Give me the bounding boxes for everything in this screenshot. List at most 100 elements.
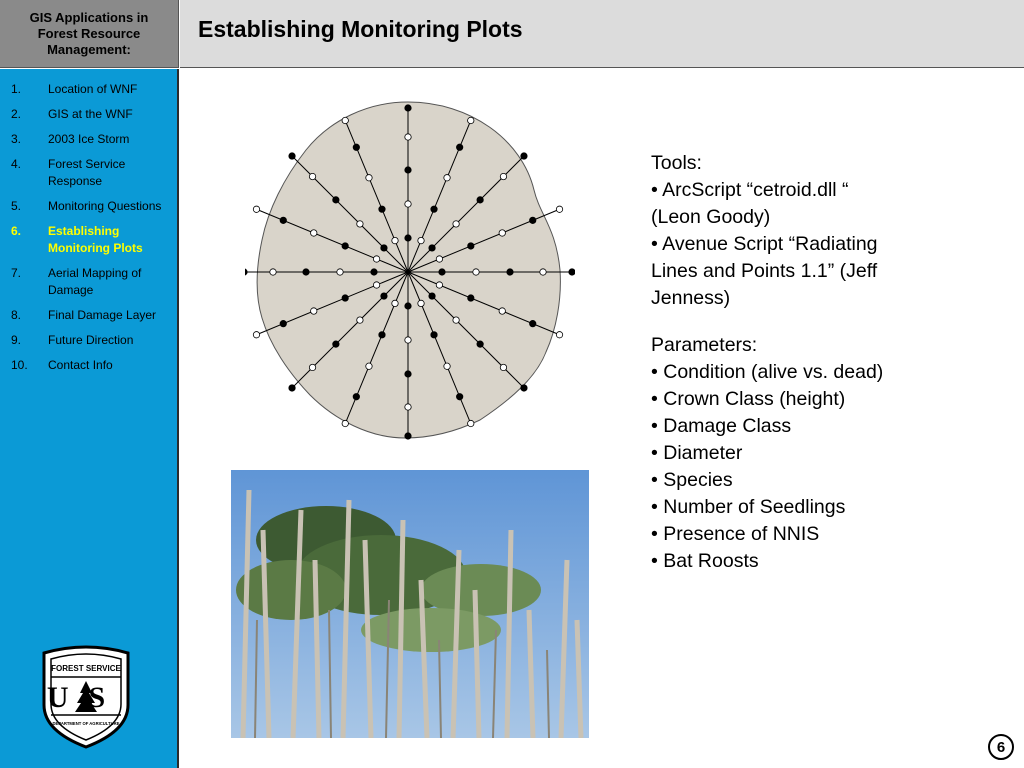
nav-item-gis[interactable]: 2.GIS at the WNF xyxy=(11,107,133,121)
nav-item-final-damage-layer[interactable]: 8.Final Damage Layer xyxy=(11,308,157,322)
logo-letters: US xyxy=(47,681,125,714)
plot-point-open xyxy=(252,331,261,339)
parameter-item: • Crown Class (height) xyxy=(651,388,846,410)
plot-point-open xyxy=(269,268,277,276)
plot-point-open xyxy=(555,331,564,339)
nav-item-forest-service-response[interactable]: 4.Forest Service Response xyxy=(11,157,126,188)
plot-point-filled xyxy=(302,268,310,276)
tools-item: • Avenue Script “Radiating Lines and Poi… xyxy=(651,233,878,309)
plot-point-filled xyxy=(456,143,464,151)
plot-point-open xyxy=(404,403,412,411)
plot-point-filled xyxy=(404,302,412,310)
plot-point-filled xyxy=(370,268,378,276)
plot-point-filled xyxy=(476,340,484,348)
course-title: GIS Applications in Forest Resource Mana… xyxy=(29,9,149,57)
plot-point-open xyxy=(308,172,317,181)
plot-point-open xyxy=(310,307,318,315)
plot-point-filled xyxy=(467,294,475,302)
plot-point-filled xyxy=(529,216,537,224)
plot-point-open xyxy=(341,419,349,428)
parameters-heading: Parameters: xyxy=(651,334,758,356)
content-text: Tools: • ArcScript “cetroid.dll “ (Leon … xyxy=(651,150,951,575)
plot-point-filled xyxy=(438,268,446,276)
plot-point-filled xyxy=(430,205,438,213)
plot-point-open xyxy=(499,172,508,181)
plot-point-open xyxy=(365,174,373,182)
plot-point-open xyxy=(308,363,317,372)
title-bar: Establishing Monitoring Plots xyxy=(180,0,1024,68)
nav-item-monitoring-questions[interactable]: 5.Monitoring Questions xyxy=(11,199,162,213)
logo-bottom-text: DEPARTMENT OF AGRICULTURE xyxy=(53,721,120,726)
plot-point-filled xyxy=(378,331,386,339)
plot-point-filled xyxy=(288,384,296,392)
plot-point-filled xyxy=(428,244,436,252)
plot-point-filled xyxy=(341,242,349,250)
plot-point-filled xyxy=(404,432,412,440)
tools-heading: Tools: xyxy=(651,152,702,174)
plot-point-open xyxy=(539,268,547,276)
plot-point-open xyxy=(252,205,261,213)
plot-point-filled xyxy=(288,152,296,160)
radiating-plot-diagram xyxy=(245,101,575,440)
parameter-item: • Damage Class xyxy=(651,415,792,437)
plot-point-open xyxy=(555,205,564,213)
plot-point-filled xyxy=(520,384,528,392)
plot-point-open xyxy=(336,268,344,276)
plot-point-filled xyxy=(332,340,340,348)
plot-point-filled xyxy=(430,331,438,339)
nav-list: 1.Location of WNF 2.GIS at the WNF 3.200… xyxy=(0,69,177,374)
forest-service-shield-icon: FOREST SERVICE US DEPARTMENT OF AGRICULT… xyxy=(42,645,130,749)
plot-point-filled xyxy=(404,166,412,174)
ice-damaged-forest-photo xyxy=(231,470,589,738)
parameter-item: • Number of Seedlings xyxy=(651,496,846,518)
plot-point-filled xyxy=(520,152,528,160)
plot-point-filled xyxy=(568,268,575,276)
plot-point-filled xyxy=(378,205,386,213)
plot-point-filled xyxy=(404,234,412,242)
plot-point-filled xyxy=(245,268,248,276)
plot-point-filled xyxy=(352,393,360,401)
nav-item-establishing-plots[interactable]: 6.Establishing Monitoring Plots xyxy=(11,224,143,255)
parameter-item: • Bat Roosts xyxy=(651,550,759,572)
plot-point-open xyxy=(356,316,364,324)
plot-point-open xyxy=(404,336,412,344)
plot-point-open xyxy=(391,236,399,245)
nav-item-future-direction[interactable]: 9.Future Direction xyxy=(11,333,134,347)
plot-point-filled xyxy=(279,320,287,328)
plot-point-open xyxy=(499,363,508,372)
slide-title: Establishing Monitoring Plots xyxy=(198,16,523,42)
nav-item-aerial-mapping[interactable]: 7.Aerial Mapping of Damage xyxy=(11,266,142,297)
plot-point-open xyxy=(341,116,349,125)
plot-point-open xyxy=(356,220,364,228)
plot-point-open xyxy=(467,419,475,428)
plot-point-filled xyxy=(456,393,464,401)
nav-item-contact-info[interactable]: 10.Contact Info xyxy=(11,358,113,372)
parameter-item: • Diameter xyxy=(651,442,743,464)
logo-top-text: FOREST SERVICE xyxy=(51,664,121,673)
plot-point-open xyxy=(452,220,460,228)
nav-item-ice-storm[interactable]: 3.2003 Ice Storm xyxy=(11,132,130,146)
parameter-item: • Condition (alive vs. dead) xyxy=(651,361,884,383)
plot-point-open xyxy=(498,229,506,237)
nav-item-location[interactable]: 1.Location of WNF xyxy=(11,82,138,96)
plot-point-filled xyxy=(279,216,287,224)
plot-point-open xyxy=(435,255,444,263)
plot-point-open xyxy=(498,307,506,315)
plot-point-open xyxy=(310,229,318,237)
sidebar-header: GIS Applications in Forest Resource Mana… xyxy=(0,0,179,68)
plot-point-open xyxy=(372,281,381,289)
plot-point-open xyxy=(372,255,381,263)
plot-point-filled xyxy=(506,268,514,276)
plot-point-open xyxy=(365,362,373,370)
plot-point-open xyxy=(472,268,480,276)
plot-point-open xyxy=(467,116,475,125)
plot-point-filled xyxy=(529,320,537,328)
plot-point-filled xyxy=(380,244,388,252)
parameter-item: • Presence of NNIS xyxy=(651,523,820,545)
plot-point-open xyxy=(443,174,451,182)
plot-point-open xyxy=(435,281,444,289)
plot-point-filled xyxy=(341,294,349,302)
plot-point-filled xyxy=(476,196,484,204)
plot-point-open xyxy=(443,362,451,370)
plot-point-open xyxy=(404,133,412,141)
